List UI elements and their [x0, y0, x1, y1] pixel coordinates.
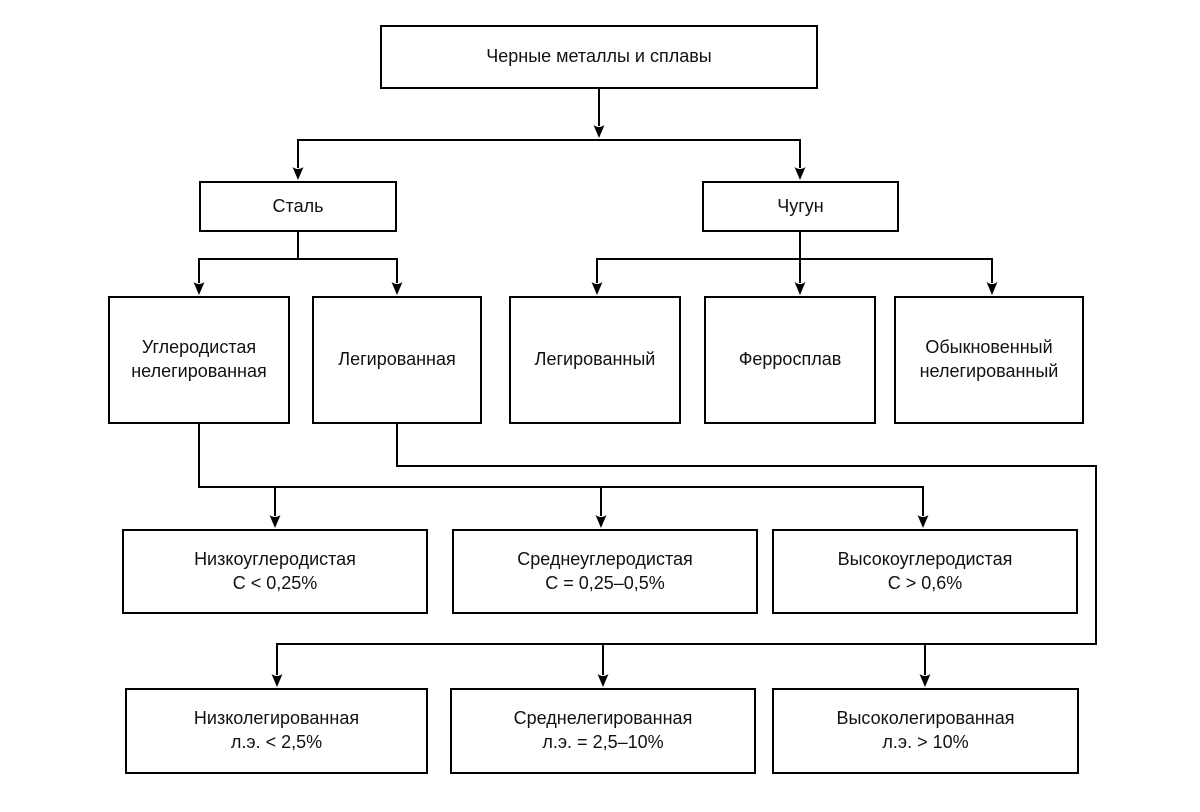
arrowhead-down-icon — [193, 282, 205, 295]
arrowhead-down-icon — [794, 167, 806, 180]
arrowheads — [193, 125, 998, 687]
node-high-carbon-label: Высокоуглеродистая — [837, 548, 1013, 569]
node-alloyed-iron-label: Легированный — [534, 349, 656, 370]
node-medium-carbon-value: С = 0,25–0,5% — [545, 572, 665, 593]
node-cast-iron: Чугун — [702, 181, 899, 232]
arrowhead-down-icon — [794, 282, 806, 295]
node-low-alloyed: Низколегированная л.э. < 2,5% — [125, 688, 428, 774]
node-alloyed-steel: Легированная — [312, 296, 482, 424]
edge-cast-iron-to-row3 — [596, 232, 993, 283]
arrowhead-down-icon — [271, 674, 283, 687]
arrowhead-down-icon — [595, 515, 607, 528]
arrowhead-down-icon — [986, 282, 998, 295]
arrowhead-down-icon — [391, 282, 403, 295]
arrowhead-down-icon — [269, 515, 281, 528]
node-carbon-unalloyed: Углеродистая нелегированная — [108, 296, 290, 424]
node-root: Черные металлы и сплавы — [380, 25, 818, 89]
node-cast-iron-label: Чугун — [777, 195, 824, 216]
node-low-alloyed-label: Низколегированная — [193, 708, 360, 729]
node-high-alloyed: Высоколегированная л.э. > 10% — [772, 688, 1079, 774]
node-medium-alloyed-label: Среднелегированная — [513, 708, 693, 729]
node-steel: Сталь — [199, 181, 397, 232]
node-alloyed-iron: Легированный — [509, 296, 681, 424]
node-ferroalloy-label: Ферросплав — [738, 349, 842, 370]
arrowhead-down-icon — [292, 167, 304, 180]
node-medium-carbon-label: Среднеуглеродистая — [517, 548, 693, 569]
node-ferroalloy: Ферросплав — [704, 296, 876, 424]
node-ordinary-unalloyed: Обыкновенный нелегированный — [894, 296, 1084, 424]
node-alloyed-steel-label: Легированная — [338, 349, 456, 370]
arrowhead-down-icon — [919, 674, 931, 687]
node-carbon-unalloyed-label: Углеродистая нелегированная — [131, 337, 267, 381]
node-medium-alloyed: Среднелегированная л.э. = 2,5–10% — [450, 688, 756, 774]
edge-carbon-unalloyed-to-row4 — [198, 424, 924, 516]
node-low-alloyed-value: л.э. < 2,5% — [230, 732, 323, 752]
node-high-alloyed-label: Высоколегированная — [836, 708, 1015, 729]
arrowhead-down-icon — [597, 674, 609, 687]
node-medium-alloyed-value: л.э. = 2,5–10% — [542, 732, 664, 752]
arrowhead-down-icon — [591, 282, 603, 295]
node-low-carbon-label: Низкоуглеродистая — [194, 548, 356, 569]
node-ordinary-unalloyed-label: Обыкновенный нелегированный — [919, 337, 1059, 381]
node-steel-label: Сталь — [272, 195, 324, 216]
node-low-carbon: Низкоуглеродистая С < 0,25% — [122, 529, 428, 614]
node-medium-carbon: Среднеуглеродистая С = 0,25–0,5% — [452, 529, 758, 614]
arrowhead-down-icon — [593, 125, 605, 138]
edge-steel-to-row3 — [198, 232, 398, 283]
node-high-alloyed-value: л.э. > 10% — [882, 732, 969, 752]
node-low-carbon-value: С < 0,25% — [232, 572, 318, 593]
edge-alloyed-steel-to-row5 — [276, 424, 1097, 675]
edge-root-to-row2 — [297, 89, 801, 168]
node-root-label: Черные металлы и сплавы — [486, 46, 712, 67]
node-high-carbon-value: С > 0,6% — [887, 572, 963, 593]
arrowhead-down-icon — [917, 515, 929, 528]
node-high-carbon: Высокоуглеродистая С > 0,6% — [772, 529, 1078, 614]
